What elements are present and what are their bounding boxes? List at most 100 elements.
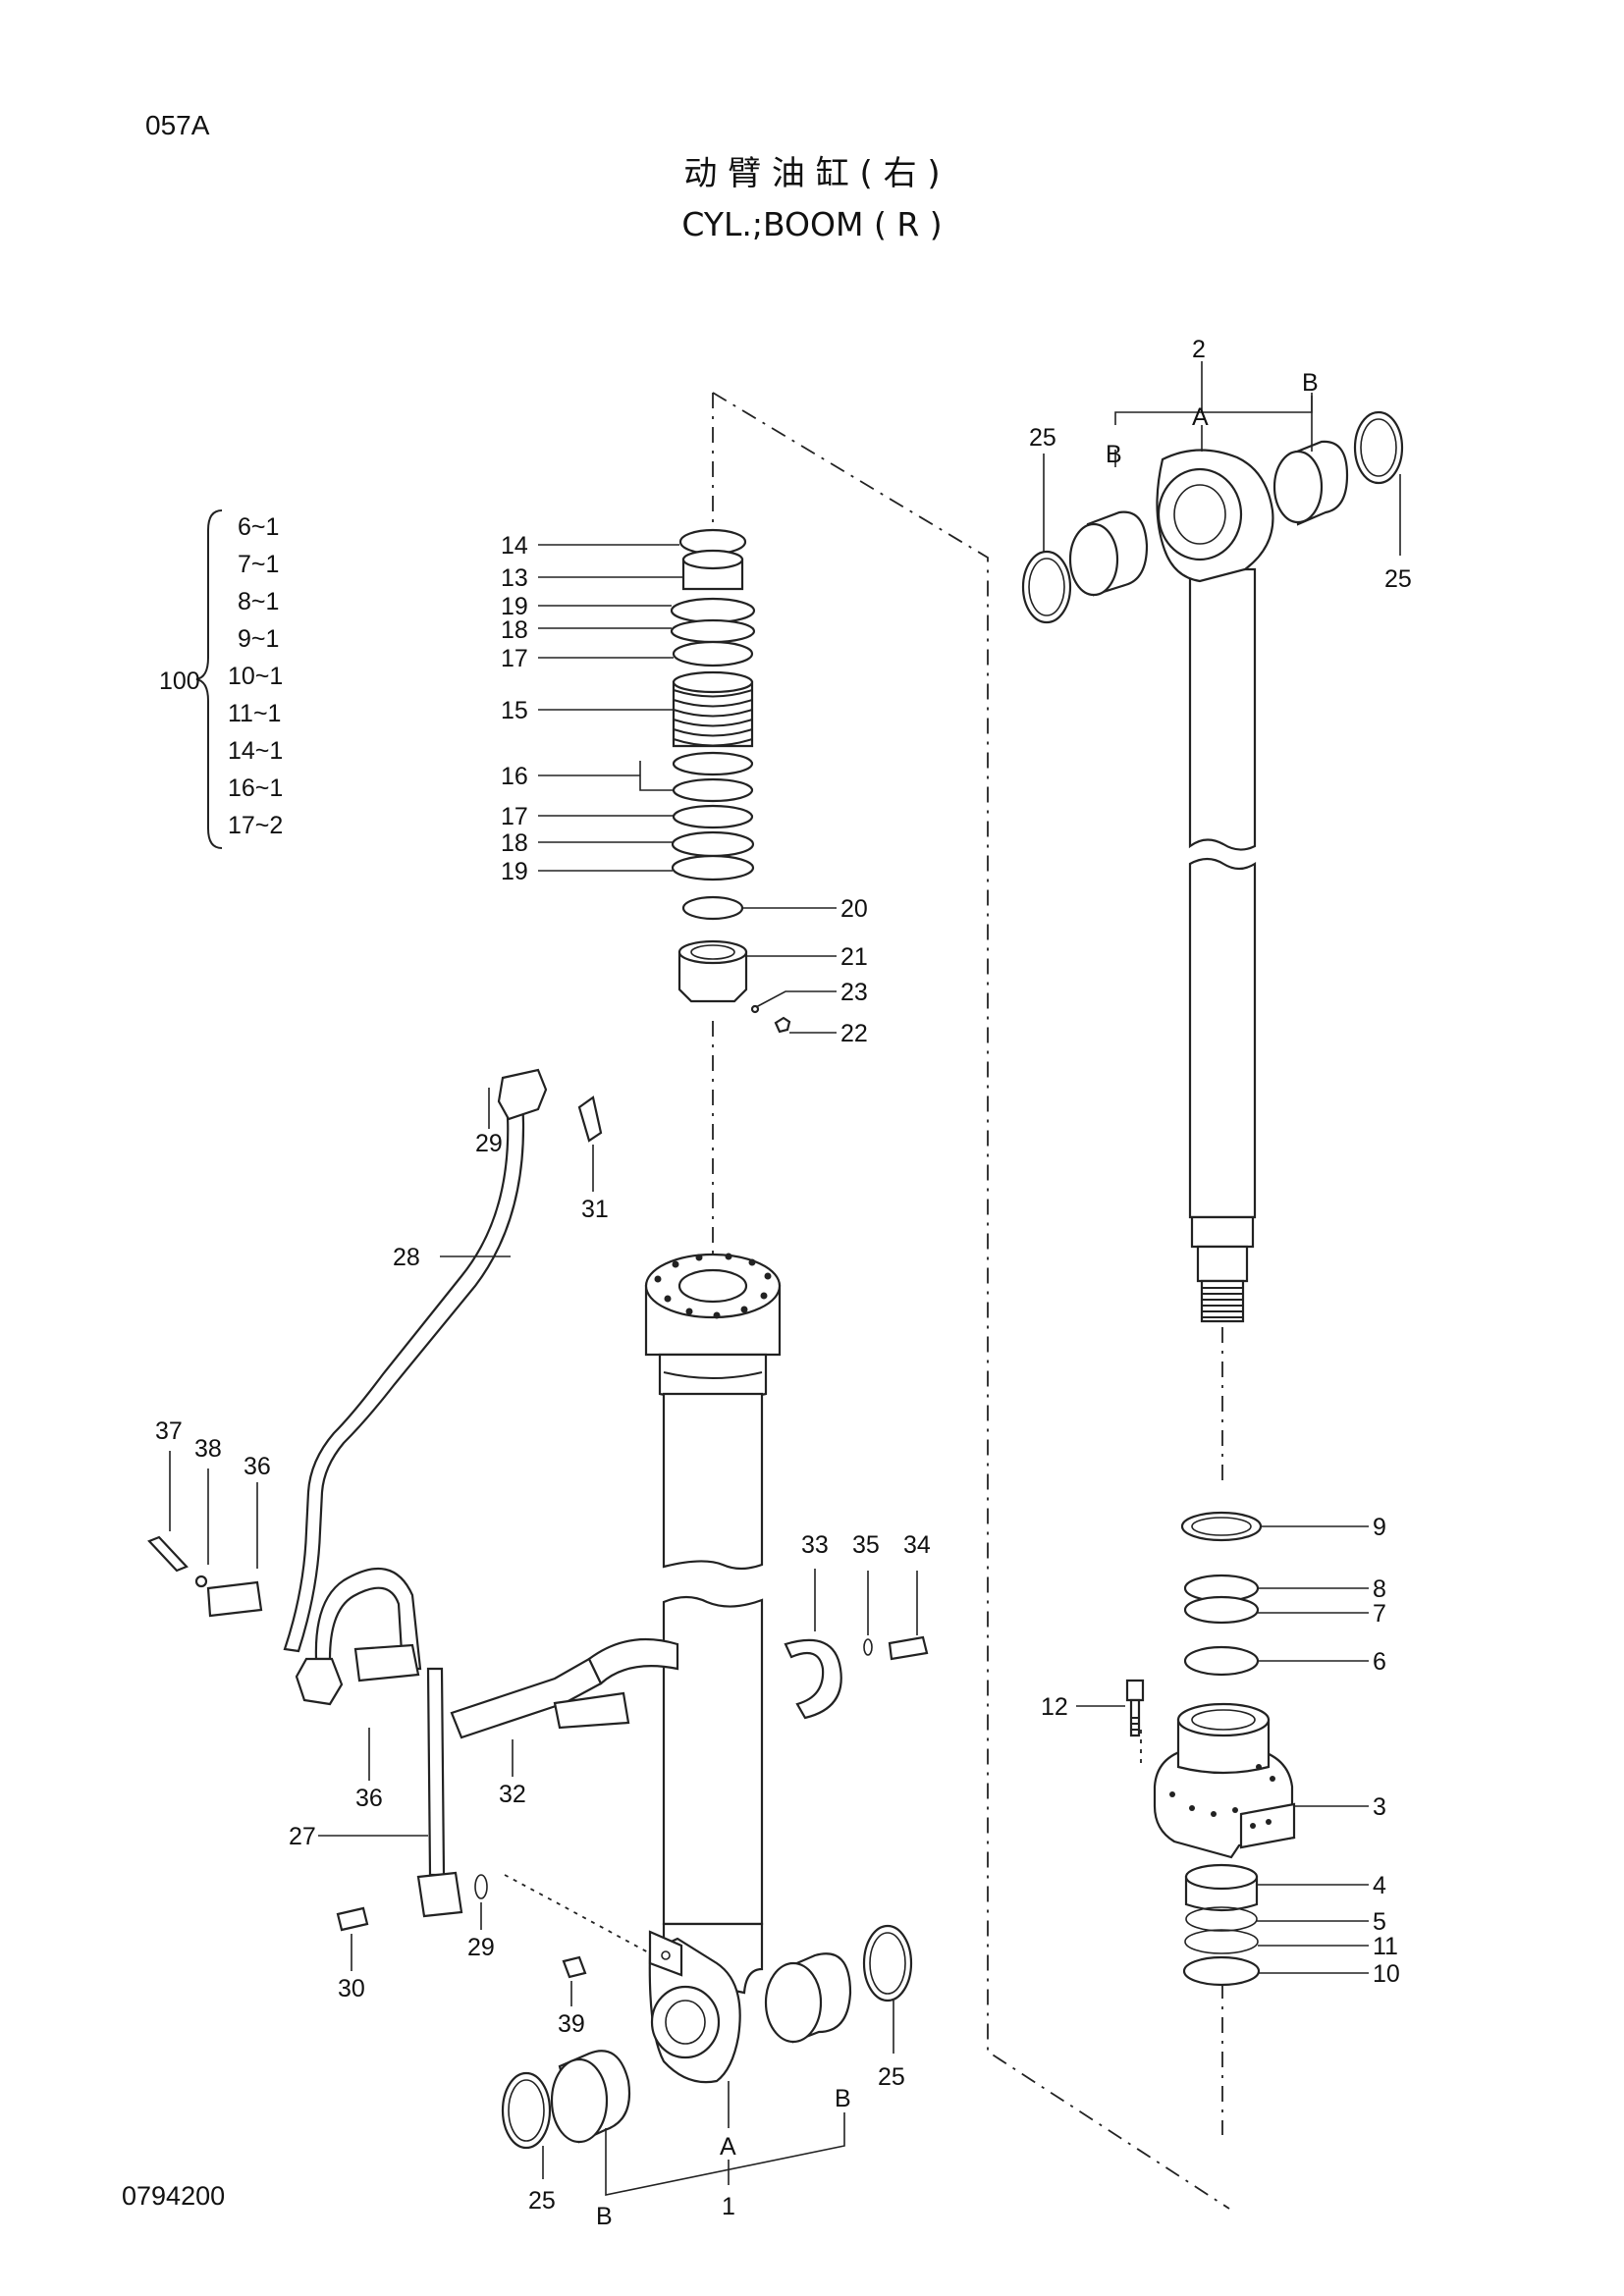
document-number: 0794200	[122, 2181, 225, 2211]
part-10-seal	[1182, 1955, 1261, 1987]
callout-35: 35	[852, 1531, 880, 1559]
callout-letter-a-bottom: A	[720, 2133, 736, 2161]
rod-thread	[1200, 1279, 1245, 1323]
callout-8: 8	[1373, 1575, 1386, 1603]
callout-17-lower: 17	[501, 803, 528, 830]
part-15-piston	[672, 670, 754, 748]
part-19-ring-b	[671, 854, 755, 881]
part-37-bolt	[147, 1535, 189, 1573]
callout-17: 17	[501, 645, 528, 672]
kit-item-5: 10~1	[228, 663, 283, 690]
piping-group	[147, 1068, 929, 1979]
pipe-coupling-left	[295, 1657, 344, 1706]
callout-18: 18	[501, 616, 528, 644]
part-16-ring-b	[672, 777, 754, 803]
rod-cover-seal-group	[1125, 1511, 1296, 1987]
part-22-set-screw	[774, 1016, 791, 1034]
kit-number: 100	[159, 667, 200, 695]
callout-numbers: 14 13 19 18 17 15 16 17 18 19 20 21 2 3 2…	[155, 336, 1412, 2230]
bottom-left-seal-25	[501, 2071, 552, 2150]
callout-9: 9	[1373, 1514, 1386, 1541]
callout-29-upper: 29	[475, 1130, 503, 1157]
page-code: 057A	[145, 110, 210, 140]
part-4-bushing	[1184, 1863, 1259, 1912]
callout-25-top-right: 25	[1384, 565, 1412, 593]
part-19-ring	[670, 597, 756, 624]
callout-18-lower: 18	[501, 829, 528, 857]
part-1-cylinder-tube	[644, 1253, 782, 2084]
part-16-ring-a	[672, 751, 754, 776]
kit-item-9: 17~2	[228, 812, 283, 839]
callout-3: 3	[1373, 1793, 1386, 1821]
callout-7: 7	[1373, 1600, 1386, 1628]
callout-25-top-left: 25	[1029, 424, 1056, 452]
callout-39: 39	[558, 2010, 585, 2038]
kit-item-7: 14~1	[228, 737, 283, 765]
callout-5: 5	[1373, 1908, 1386, 1936]
leader-lines	[169, 361, 1401, 2196]
callout-30: 30	[338, 1975, 365, 2002]
title-chinese: 动 臂 油 缸 ( 右 )	[683, 154, 940, 193]
rod-end-bushings	[1021, 410, 1404, 624]
callout-19-lower: 19	[501, 858, 528, 885]
kit-item-6: 11~1	[228, 700, 281, 727]
part-12-bolt	[1125, 1679, 1145, 1737]
kit-item-1: 6~1	[238, 513, 279, 541]
callout-16: 16	[501, 763, 528, 790]
top-right-bushing-b	[1272, 440, 1349, 526]
kit-item-3: 8~1	[238, 588, 279, 615]
bottom-right-seal-25	[862, 1924, 913, 2002]
callout-letter-b-bottom-right: B	[835, 2085, 851, 2112]
callout-letter-a-top: A	[1192, 403, 1209, 431]
part-38-washer	[194, 1575, 208, 1588]
part-21-nut	[677, 939, 748, 1003]
piston-rod-seal-stack	[670, 528, 791, 1034]
callout-20: 20	[840, 895, 868, 923]
callout-21: 21	[840, 943, 868, 971]
callout-36-lower: 36	[355, 1785, 383, 1812]
callout-29-lower: 29	[467, 1934, 495, 1961]
part-17-ring	[672, 640, 754, 667]
top-left-seal-25	[1021, 550, 1072, 624]
bottom-left-bushing-b	[550, 2050, 630, 2144]
callout-letter-b-top-right: B	[1302, 369, 1319, 397]
kit-item-8: 16~1	[228, 774, 283, 802]
callout-2: 2	[1192, 336, 1206, 363]
kit-item-4: 9~1	[238, 625, 279, 653]
callout-19: 19	[501, 593, 528, 620]
seal-kit-100: 100 6~1 7~1 8~1 9~1 10~1 11~1 14~1 16~1 …	[159, 509, 283, 849]
kit-item-2: 7~1	[238, 551, 279, 578]
part-28-pipe	[283, 1097, 525, 1653]
callout-22: 22	[840, 1020, 868, 1047]
top-left-bushing-b	[1068, 510, 1149, 597]
callout-11: 11	[1373, 1933, 1398, 1960]
part-29-clamp-upper	[497, 1068, 548, 1121]
callout-13: 13	[501, 564, 528, 592]
part-33-clamp	[784, 1638, 842, 1720]
part-35-washer	[863, 1638, 873, 1656]
callout-36-upper: 36	[244, 1453, 271, 1480]
callout-37: 37	[155, 1417, 183, 1445]
part-5-ring	[1185, 1906, 1258, 1932]
callout-32: 32	[499, 1781, 526, 1808]
callout-14: 14	[501, 532, 528, 560]
part-32-bracket	[450, 1637, 679, 1739]
callout-31: 31	[581, 1196, 609, 1223]
callout-15: 15	[501, 697, 528, 724]
part-7-ring	[1183, 1595, 1260, 1625]
part-18-ring-b	[671, 830, 755, 858]
part-36-clamp-top	[206, 1580, 263, 1618]
bottom-right-bushing-b	[764, 1952, 852, 2044]
callout-6: 6	[1373, 1648, 1386, 1676]
part-30-bolt	[336, 1906, 369, 1932]
part-31-bolt	[577, 1095, 603, 1143]
callout-27: 27	[289, 1823, 316, 1850]
part-18-ring	[670, 618, 756, 644]
callout-letter-b-top-left: B	[1106, 441, 1122, 468]
callout-letter-b-bottom-left: B	[596, 2203, 613, 2230]
top-right-seal-25	[1353, 410, 1404, 485]
callout-34: 34	[903, 1531, 931, 1559]
part-20-ring	[681, 895, 744, 921]
callout-12: 12	[1041, 1693, 1068, 1721]
